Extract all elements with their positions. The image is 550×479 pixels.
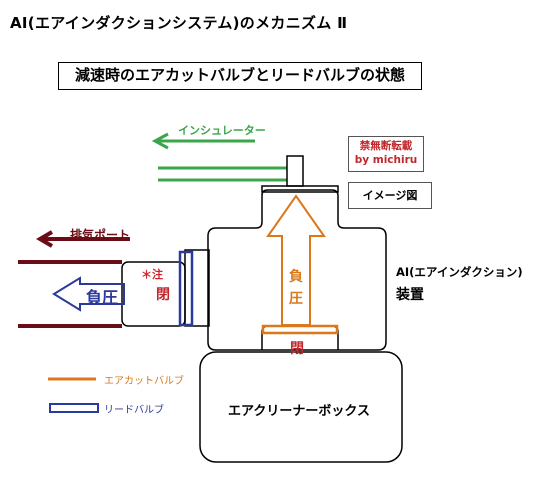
- device-label-line2: 装置: [396, 287, 424, 303]
- air-cleaner-box-outline: [199, 351, 403, 463]
- insulator-label: インシュレーター: [178, 124, 266, 137]
- copyright-line1: 禁無断転載: [359, 140, 413, 152]
- device-side-pipe: [184, 249, 210, 327]
- exhaust-port-label: 排気ポート: [70, 228, 131, 242]
- legend-reed-label: リードバルブ: [104, 405, 164, 416]
- device-label-line1: AI(エアインダクション): [396, 265, 523, 279]
- insulator-arrow-head: [151, 132, 169, 150]
- air-cut-valve: [261, 324, 339, 335]
- negative-pressure-left-label: 負圧: [86, 288, 119, 307]
- image-note-box: イメージ図: [348, 182, 432, 209]
- device-housing: [207, 189, 387, 351]
- reed-outlet-pipe: [121, 261, 186, 327]
- air-cut-closed-label: 閉: [290, 341, 304, 357]
- note-mark: ＊注: [141, 268, 163, 281]
- page-title: AI(エアインダクションシステム)のメカニズム Ⅱ: [10, 14, 348, 32]
- reed-closed-label: 閉: [156, 287, 170, 303]
- exhaust-port-lines: [18, 230, 130, 328]
- negative-pressure-up-arrow: [266, 194, 326, 326]
- device-top-nozzle: [286, 155, 304, 187]
- legend-air-cut-label: エアカットバルブ: [104, 376, 184, 387]
- negative-pressure-vertical-char2: 圧: [289, 291, 303, 307]
- air-cleaner-box-label: エアクリーナーボックス: [228, 404, 370, 419]
- reed-valve: [178, 250, 194, 327]
- insulator-flow: [151, 132, 287, 182]
- ai-device-body: [121, 155, 387, 351]
- negative-pressure-vertical-char1: 負: [289, 269, 303, 285]
- device-top-flange: [261, 185, 339, 193]
- negative-pressure-vertical-label: 負 圧: [289, 266, 303, 310]
- subtitle-box: 減速時のエアカットバルブとリードバルブの状態: [58, 62, 422, 90]
- negative-pressure-left-arrow: [52, 276, 125, 312]
- copyright-line2: by michiru: [354, 154, 418, 166]
- copyright-box: 禁無断転載 by michiru: [348, 136, 424, 172]
- exhaust-arrow-head: [36, 230, 54, 248]
- legend-reed-swatch: [49, 403, 99, 413]
